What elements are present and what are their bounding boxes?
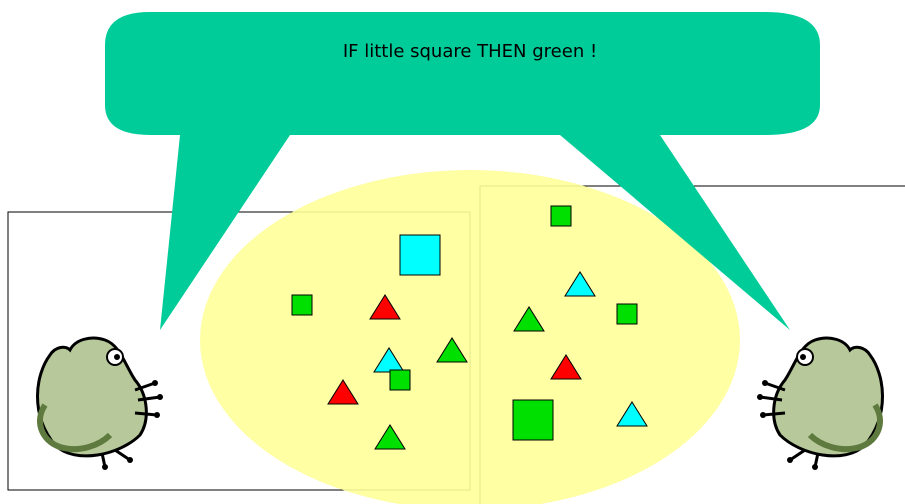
frog-icon bbox=[36, 336, 163, 470]
left-panel-red-triangle-2 bbox=[369, 294, 401, 320]
frog-icon bbox=[757, 336, 884, 470]
speech-bubble-text: IF little square THEN green ! bbox=[342, 41, 598, 62]
right-panel-green-square-0 bbox=[550, 205, 572, 227]
frog-pupil bbox=[800, 354, 806, 360]
right-panel-cyan-triangle-6 bbox=[616, 401, 648, 427]
right-panel-green-square-3 bbox=[616, 303, 638, 325]
right-panel-green-triangle-2 bbox=[513, 306, 545, 332]
left-panel-green-square-6 bbox=[389, 369, 411, 391]
speech-bubble bbox=[105, 12, 820, 330]
left-panel-red-triangle-5 bbox=[327, 379, 359, 405]
left-panel-green-triangle-3 bbox=[436, 337, 468, 363]
left-panel-cyan-triangle-4 bbox=[373, 347, 405, 373]
frog-toes bbox=[759, 381, 820, 468]
frog-leg bbox=[37, 403, 113, 453]
frog-pupil bbox=[114, 354, 120, 360]
frog-toes bbox=[100, 381, 161, 468]
frog-leg bbox=[807, 403, 883, 453]
shapes-layer bbox=[291, 205, 648, 450]
left-panel-cyan-square-0 bbox=[399, 234, 441, 276]
right-panel-red-triangle-4 bbox=[550, 354, 582, 380]
highlight-ellipse bbox=[200, 170, 740, 504]
right-panel-green-square-5 bbox=[512, 399, 554, 441]
right-panel-cyan-triangle-1 bbox=[564, 271, 596, 297]
left-panel-green-square-1 bbox=[291, 294, 313, 316]
left-panel-green-triangle-7 bbox=[374, 424, 406, 450]
